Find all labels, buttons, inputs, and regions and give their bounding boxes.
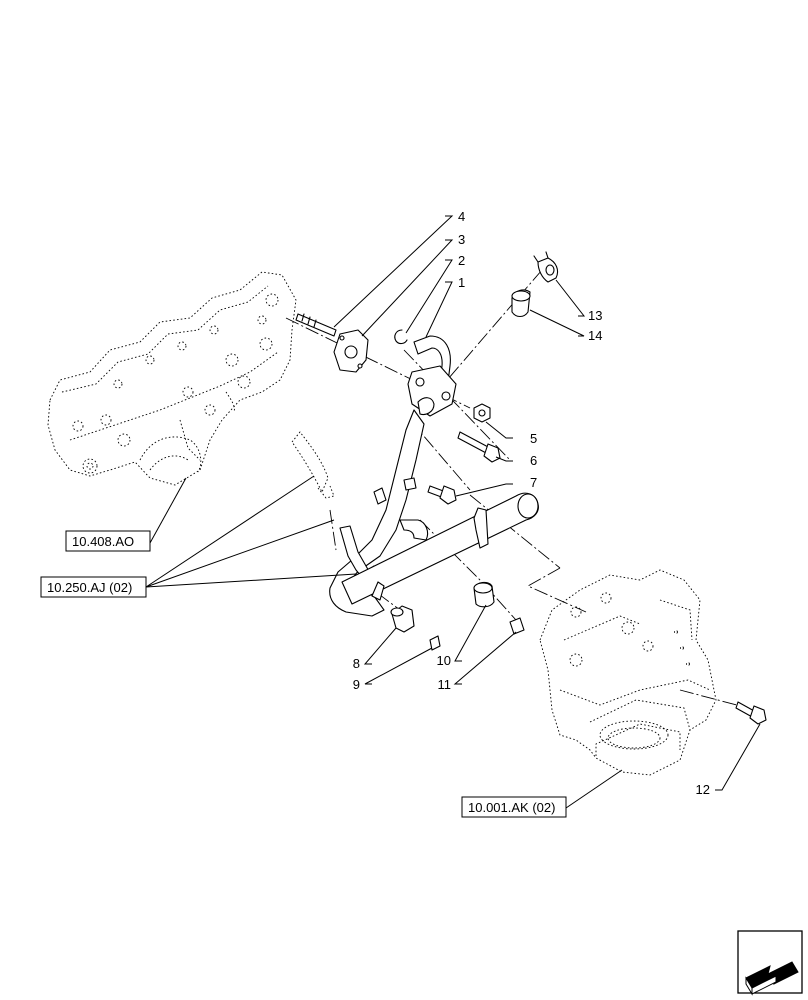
part-14-cap — [511, 289, 531, 318]
callout-4: 4 — [458, 209, 465, 224]
reference-exhaust-manifold[interactable]: 10.408.AO — [65, 530, 151, 552]
part-6-bolt — [457, 431, 501, 463]
part-1-crossover-pipe — [341, 492, 539, 605]
callout-2: 2 — [458, 253, 465, 268]
arrow-next-page-icon[interactable] — [737, 930, 803, 996]
part-11-clip — [509, 617, 525, 635]
leader-lines — [145, 215, 761, 809]
callout-1: 1 — [458, 275, 465, 290]
part-5-nut — [473, 403, 491, 423]
part-8-sleeve — [390, 605, 415, 633]
engine-support-ghost — [539, 569, 717, 776]
callout-13: 13 — [588, 308, 602, 323]
callout-10: 10 — [437, 653, 451, 668]
part-12-bolt — [735, 701, 767, 725]
svg-text:10.250.AJ (02): 10.250.AJ (02) — [47, 580, 132, 595]
svg-text:10.408.AO: 10.408.AO — [72, 534, 134, 549]
part-9-clip — [429, 635, 441, 651]
callout-7: 7 — [530, 475, 537, 490]
part-1-coolant-pipe — [329, 335, 457, 617]
svg-text:10.001.AK (02): 10.001.AK (02) — [468, 800, 555, 815]
callout-3: 3 — [458, 232, 465, 247]
part-2-o-ring — [394, 329, 408, 345]
part-13-clamp — [533, 251, 559, 283]
part-10-cap — [473, 581, 495, 608]
reference-engine-support[interactable]: 10.001.AK (02) — [461, 796, 567, 818]
callout-5: 5 — [530, 431, 537, 446]
part-7-bolt — [427, 485, 457, 505]
exhaust-manifold-ghost — [47, 271, 297, 486]
callout-8: 8 — [353, 656, 360, 671]
parts — [295, 251, 767, 725]
reference-hose-assembly[interactable]: 10.250.AJ (02) — [40, 576, 147, 598]
part-4-stud — [295, 313, 337, 337]
callout-6: 6 — [530, 453, 537, 468]
callout-12: 12 — [696, 782, 710, 797]
part-3-gasket — [333, 329, 369, 373]
callout-9: 9 — [353, 677, 360, 692]
hose-ghost — [291, 431, 335, 499]
callout-numbers: 1 2 3 4 5 6 7 8 9 10 11 12 13 14 — [353, 209, 710, 797]
callout-11: 11 — [438, 677, 452, 692]
callout-14: 14 — [588, 328, 602, 343]
